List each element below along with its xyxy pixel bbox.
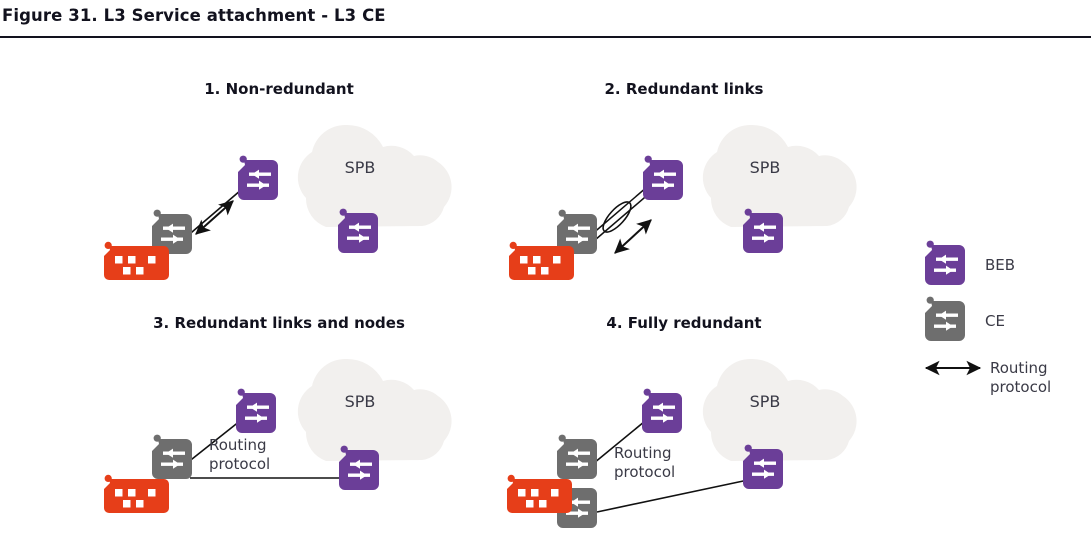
panel-3-ce[interactable] bbox=[152, 434, 192, 479]
panel-2-beb-edge[interactable] bbox=[643, 155, 683, 200]
panel-4-routing-protocol-label: Routing protocol bbox=[614, 444, 675, 481]
legend-item-routing-protocol: Routing protocol bbox=[924, 359, 1051, 396]
panel-4-link-lower bbox=[596, 479, 749, 513]
panel-3-title: 3. Redundant links and nodes bbox=[153, 314, 405, 332]
figure-title: Figure 31. L3 Service attachment - L3 CE bbox=[2, 6, 386, 25]
panel-1-beb-edge[interactable] bbox=[238, 155, 278, 200]
panel-2-routing-protocol-arrow[interactable] bbox=[614, 219, 652, 254]
panel-3: 3. Redundant links and nodes SPB Routing… bbox=[104, 314, 452, 513]
legend-label-beb: BEB bbox=[985, 256, 1015, 274]
panel-3-routing-protocol-label: Routing protocol bbox=[209, 436, 270, 473]
panel-2-beb-core[interactable] bbox=[743, 208, 783, 253]
panel-4-link-upper bbox=[593, 416, 651, 464]
panel-1-cloud-label: SPB bbox=[345, 158, 376, 177]
panel-3-link-upper bbox=[186, 416, 246, 464]
panel-4-ce-upper[interactable] bbox=[557, 434, 597, 479]
title-divider bbox=[0, 36, 1091, 38]
panel-4-beb-lower[interactable] bbox=[743, 444, 783, 489]
panel-4-label-line1: Routing bbox=[614, 444, 672, 462]
beb-icon bbox=[925, 240, 965, 285]
panel-2-spb-cloud: SPB bbox=[702, 124, 857, 227]
legend-label-routing-line1: Routing bbox=[990, 359, 1048, 377]
panel-1-beb-core[interactable] bbox=[338, 208, 378, 253]
panel-2-cloud-label: SPB bbox=[750, 158, 781, 177]
panel-4-server[interactable] bbox=[507, 474, 572, 513]
panel-3-server[interactable] bbox=[104, 474, 169, 513]
panel-3-label-line1: Routing bbox=[209, 436, 267, 454]
panel-4-label-line2: protocol bbox=[614, 463, 675, 481]
panel-1-server[interactable] bbox=[104, 241, 169, 280]
panel-3-spb-cloud: SPB bbox=[297, 358, 452, 461]
panel-3-beb-upper[interactable] bbox=[236, 388, 276, 433]
ce-icon bbox=[925, 296, 965, 341]
panel-2-server[interactable] bbox=[509, 241, 574, 280]
panel-3-label-line2: protocol bbox=[209, 455, 270, 473]
panel-2-title: 2. Redundant links bbox=[605, 80, 764, 98]
panel-1-routing-protocol-arrow[interactable] bbox=[195, 200, 234, 235]
diagram-canvas: 1. Non-redundant SPB bbox=[0, 38, 1091, 543]
legend-item-ce: CE bbox=[925, 296, 1005, 341]
panel-4-cloud-label: SPB bbox=[750, 392, 781, 411]
panel-4-title: 4. Fully redundant bbox=[606, 314, 761, 332]
legend-label-ce: CE bbox=[985, 312, 1005, 330]
panel-2-lag-ellipse-icon bbox=[602, 201, 632, 233]
panel-3-cloud-label: SPB bbox=[345, 392, 376, 411]
panel-3-beb-lower[interactable] bbox=[339, 445, 379, 490]
panel-2: 2. Redundant links SPB bbox=[509, 80, 857, 280]
panel-4: 4. Fully redundant SPB Routing protocol bbox=[507, 314, 857, 528]
legend: BEB CE Routing protocol bbox=[924, 240, 1051, 396]
panel-4-beb-upper[interactable] bbox=[642, 388, 682, 433]
panel-1-spb-cloud: SPB bbox=[297, 124, 452, 227]
legend-item-beb: BEB bbox=[925, 240, 1015, 285]
panel-1: 1. Non-redundant SPB bbox=[104, 80, 452, 280]
legend-label-routing-line2: protocol bbox=[990, 378, 1051, 396]
panel-4-spb-cloud: SPB bbox=[702, 358, 857, 461]
panel-1-title: 1. Non-redundant bbox=[204, 80, 354, 98]
